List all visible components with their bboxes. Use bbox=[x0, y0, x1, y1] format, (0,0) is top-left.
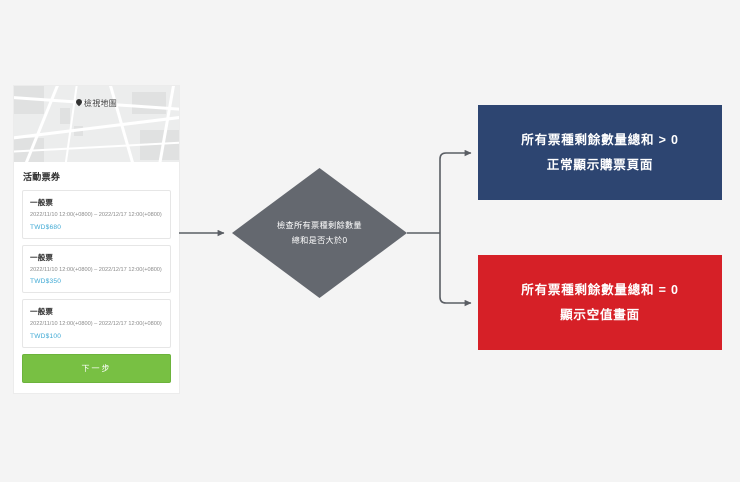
map-preview[interactable]: 檢視地圖 bbox=[14, 86, 179, 162]
decision-node-text: 檢查所有票種剩餘數量 總和是否大於0 bbox=[232, 168, 407, 298]
ticket-card[interactable]: 一般票 2022/11/10 12:00(+0800) – 2022/12/17… bbox=[22, 299, 171, 348]
next-step-button[interactable]: 下一步 bbox=[22, 353, 171, 383]
location-pin-icon bbox=[76, 99, 82, 107]
ticket-period: 2022/11/10 12:00(+0800) – 2022/12/17 12:… bbox=[30, 321, 162, 328]
ticket-name: 一般票 bbox=[30, 198, 54, 207]
map-label: 檢視地圖 bbox=[14, 98, 179, 109]
decision-line-1: 檢查所有票種剩餘數量 bbox=[277, 220, 362, 230]
ticket-name: 一般票 bbox=[30, 307, 54, 317]
tickets-section: 活動票券 一般票 2022/11/10 12:00(+0800) – 2022/… bbox=[14, 162, 179, 393]
ticket-price: TWD$100 bbox=[30, 332, 62, 340]
outcome-empty-line-1: 所有票種剩餘數量總和 = 0 bbox=[521, 283, 679, 298]
map-label-text: 檢視地圖 bbox=[83, 99, 118, 108]
ticket-price: TWD$350 bbox=[30, 278, 62, 286]
outcome-node-success: 所有票種剩餘數量總和 > 0 正常顯示購票頁面 bbox=[478, 105, 722, 200]
ticket-period: 2022/11/10 12:00(+0800) – 2022/12/17 12:… bbox=[30, 266, 162, 273]
connector-decision-to-success bbox=[439, 149, 472, 233]
connector-decision-to-empty bbox=[439, 233, 472, 307]
ticket-period: 2022/11/10 12:00(+0800) – 2022/12/17 12:… bbox=[30, 212, 162, 218]
ticket-card[interactable]: 一般票 2022/11/10 12:00(+0800) – 2022/12/17… bbox=[22, 244, 171, 294]
outcome-node-empty: 所有票種剩餘數量總和 = 0 顯示空值畫面 bbox=[478, 255, 722, 350]
outcome-success-line-1: 所有票種剩餘數量總和 > 0 bbox=[521, 133, 679, 148]
ticket-name: 一般票 bbox=[30, 252, 54, 262]
tickets-heading: 活動票券 bbox=[23, 172, 61, 182]
decision-node: 檢查所有票種剩餘數量 總和是否大於0 bbox=[232, 168, 407, 298]
mobile-mock-panel: 檢視地圖 活動票券 一般票 2022/11/10 12:00(+0800) – … bbox=[14, 86, 179, 393]
decision-line-2: 總和是否大於0 bbox=[291, 236, 348, 245]
ticket-price: TWD$680 bbox=[30, 223, 62, 231]
outcome-empty-line-2: 顯示空值畫面 bbox=[560, 307, 640, 322]
outcome-success-line-2: 正常顯示購票頁面 bbox=[546, 157, 654, 172]
ticket-card[interactable]: 一般票 2022/11/10 12:00(+0800) – 2022/12/17… bbox=[22, 190, 171, 239]
